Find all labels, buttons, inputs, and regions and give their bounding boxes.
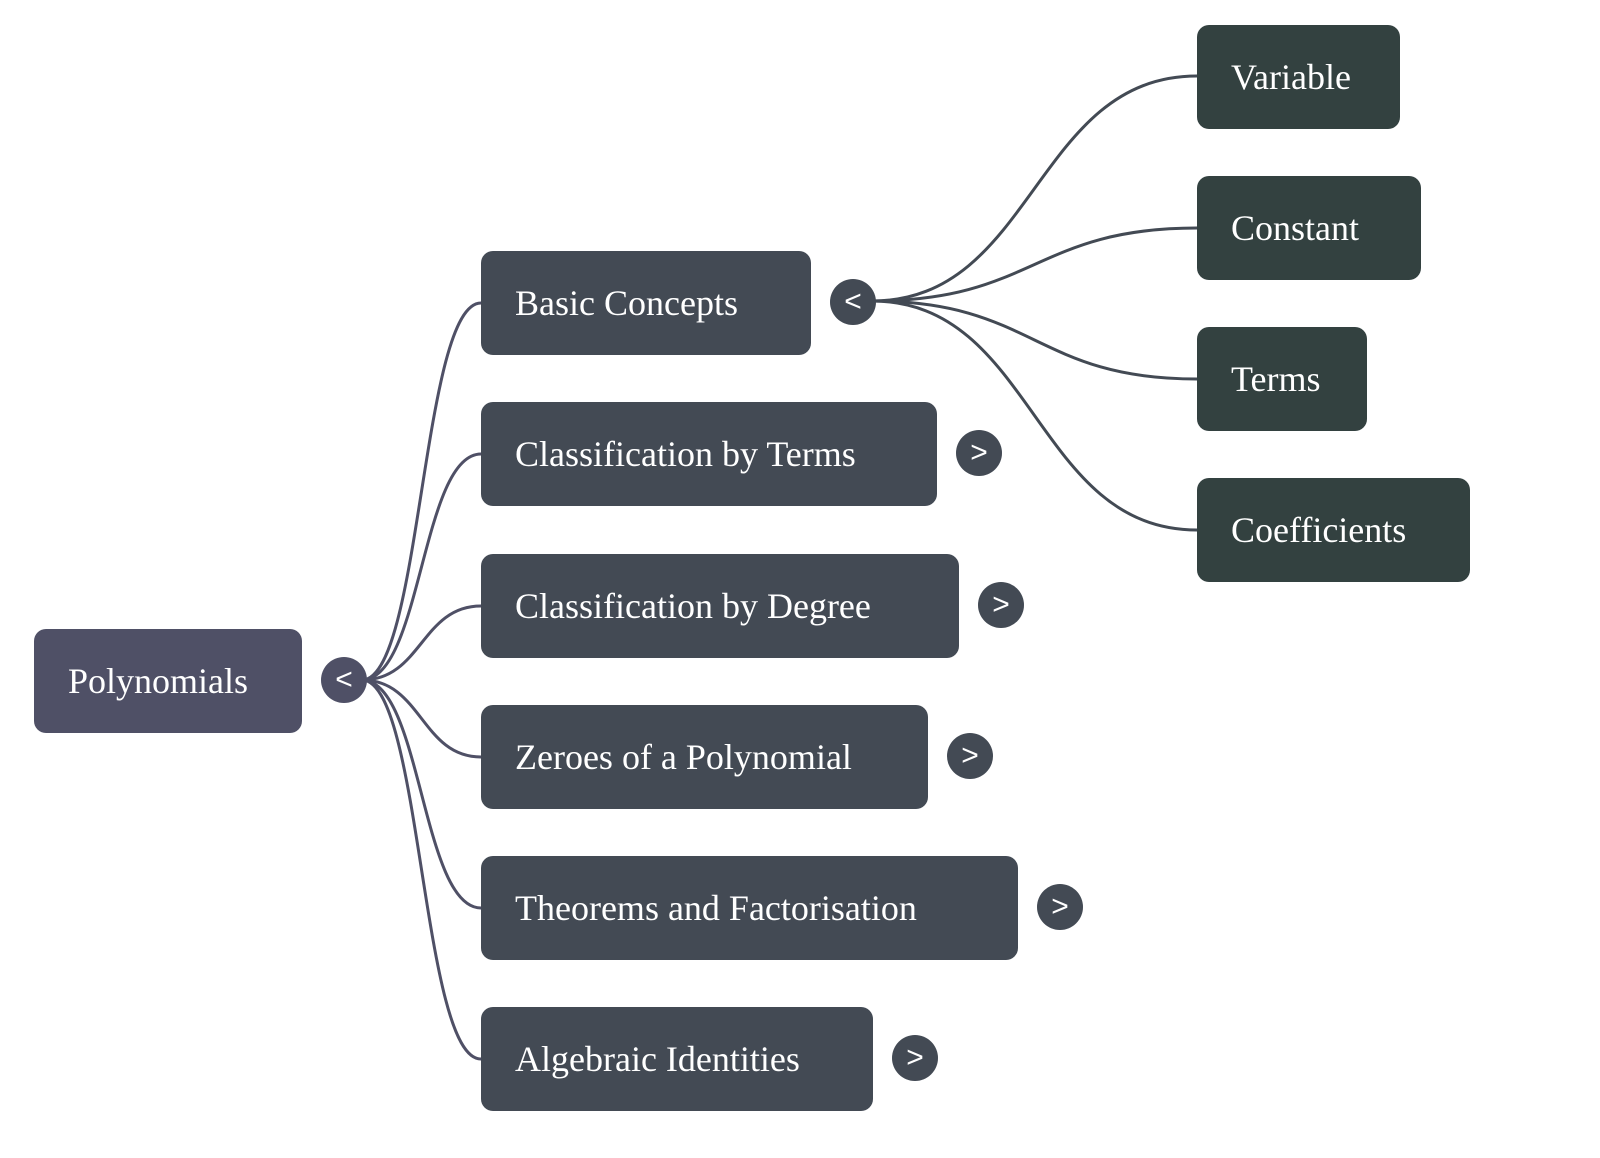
branch-label: Classification by Terms: [515, 434, 856, 474]
root-collapse-toggle[interactable]: <: [321, 657, 367, 703]
leaf-node-constant[interactable]: Constant: [1197, 176, 1421, 280]
branch-label: Basic Concepts: [515, 283, 738, 323]
chevron-right-icon: >: [961, 739, 979, 772]
branch-label: Theorems and Factorisation: [515, 888, 917, 928]
chevron-left-icon: <: [844, 285, 862, 318]
branch-node-classification-by-terms[interactable]: Classification by Terms: [481, 402, 937, 506]
root-node-polynomials[interactable]: Polynomials: [34, 629, 302, 733]
branch-node-theorems-and-factorisation[interactable]: Theorems and Factorisation: [481, 856, 1018, 960]
leaf-label: Constant: [1231, 208, 1360, 248]
branch-node-algebraic-identities[interactable]: Algebraic Identities: [481, 1007, 873, 1111]
classification-by-terms-expand-toggle[interactable]: >: [956, 430, 1002, 476]
edge-root-to-branch-1: [361, 452, 482, 682]
chevron-right-icon: >: [992, 588, 1010, 621]
leaf-label: Coefficients: [1231, 510, 1407, 550]
theorems-and-factorisation-expand-toggle[interactable]: >: [1037, 884, 1083, 930]
branch-label: Algebraic Identities: [515, 1039, 800, 1079]
branch-label: Zeroes of a Polynomial: [515, 737, 852, 777]
branch-label: Classification by Degree: [515, 586, 871, 626]
edge-root-to-branch-4: [361, 678, 482, 910]
leaf-node-coefficients[interactable]: Coefficients: [1197, 478, 1470, 582]
edge-root-to-branch-3: [361, 678, 482, 759]
chevron-left-icon: <: [335, 663, 353, 696]
edge-basic-concepts-to-leaf-2: [871, 299, 1198, 381]
edge-basic-concepts-to-leaf-1: [871, 226, 1198, 303]
branch-node-classification-by-degree[interactable]: Classification by Degree: [481, 554, 959, 658]
branch-node-zeroes-of-a-polynomial[interactable]: Zeroes of a Polynomial: [481, 705, 928, 809]
algebraic-identities-expand-toggle[interactable]: >: [892, 1035, 938, 1081]
leaf-label: Variable: [1231, 57, 1351, 97]
edge-root-to-branch-2: [361, 604, 482, 682]
chevron-right-icon: >: [970, 436, 988, 469]
chevron-right-icon: >: [906, 1041, 924, 1074]
basic-concepts-collapse-toggle[interactable]: <: [830, 279, 876, 325]
edge-basic-concepts-to-leaf-3: [871, 299, 1198, 532]
root-node-label: Polynomials: [68, 661, 249, 701]
edge-root-to-branch-0: [361, 301, 482, 682]
leaf-label: Terms: [1231, 359, 1321, 399]
edge-root-to-branch-5: [361, 678, 482, 1061]
leaf-node-terms[interactable]: Terms: [1197, 327, 1367, 431]
zeroes-of-a-polynomial-expand-toggle[interactable]: >: [947, 733, 993, 779]
classification-by-degree-expand-toggle[interactable]: >: [978, 582, 1024, 628]
edge-basic-concepts-to-leaf-0: [871, 74, 1198, 303]
chevron-right-icon: >: [1051, 890, 1069, 923]
branch-node-basic-concepts[interactable]: Basic Concepts: [481, 251, 811, 355]
leaf-node-variable[interactable]: Variable: [1197, 25, 1400, 129]
